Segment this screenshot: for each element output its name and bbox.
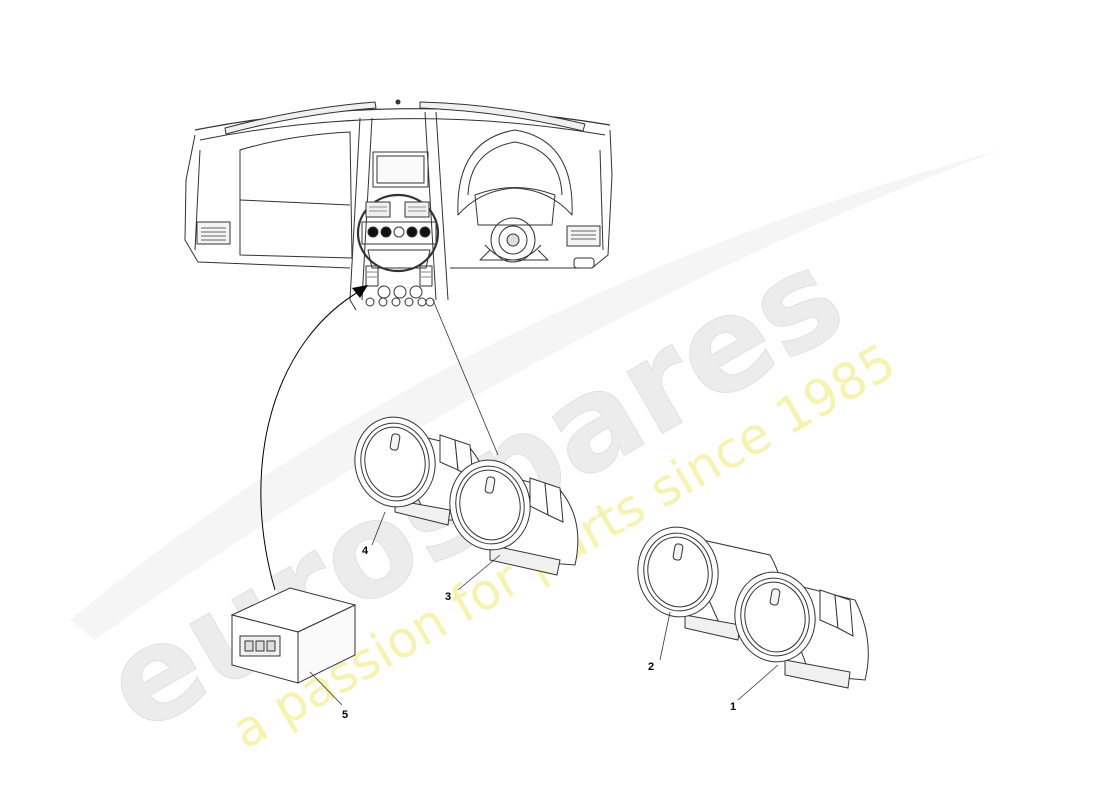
switch-part-3 bbox=[449, 459, 579, 576]
leader-arrow bbox=[260, 285, 499, 591]
callout-label-2: 2 bbox=[648, 661, 654, 673]
leader-lines bbox=[309, 511, 779, 706]
switch-part-1 bbox=[734, 571, 869, 689]
module-part-5 bbox=[230, 587, 357, 684]
callout-label-5: 5 bbox=[342, 709, 348, 721]
callout-label-3: 3 bbox=[445, 591, 451, 603]
callout-label-1: 1 bbox=[730, 701, 736, 713]
watermark-swoosh bbox=[70, 150, 1000, 640]
dashboard-illustration bbox=[184, 99, 613, 311]
switch-part-4 bbox=[354, 416, 491, 526]
callout-label-4: 4 bbox=[362, 545, 369, 557]
